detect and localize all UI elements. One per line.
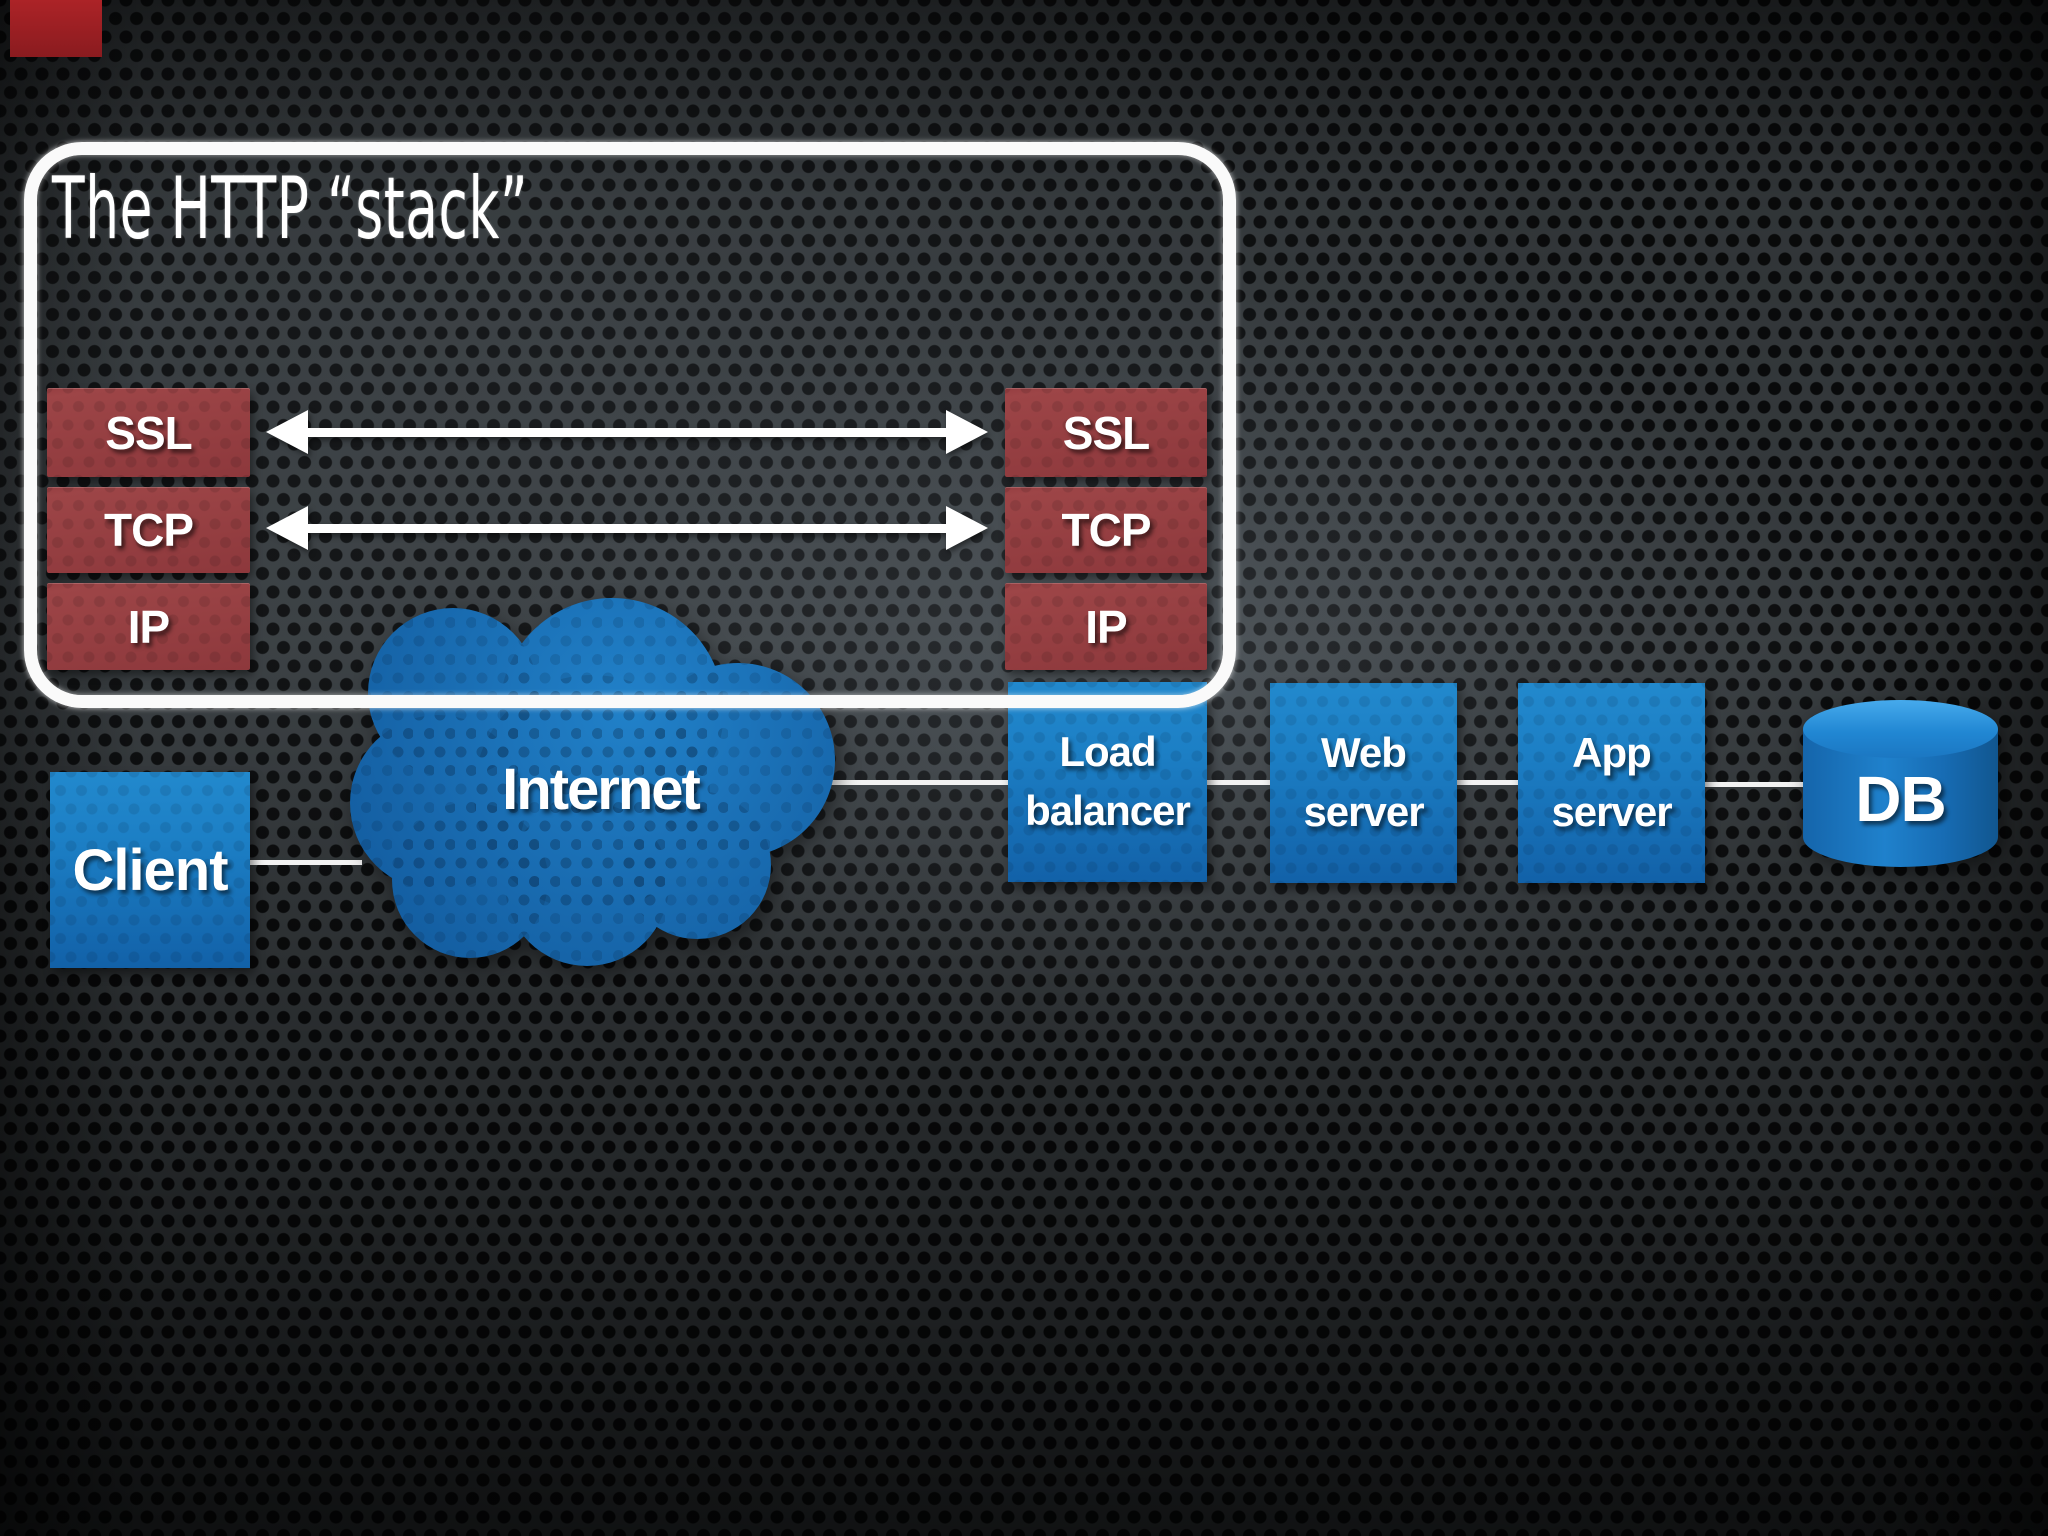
web-server-node-box: Web server [1270, 683, 1457, 883]
app-server-label-line2: server [1551, 788, 1672, 835]
db-label: DB [1855, 763, 1946, 835]
slide-title: The HTTP “stack” [52, 159, 529, 259]
web-server-label-line1: Web [1321, 729, 1407, 777]
db-cylinder-top [1803, 700, 1998, 758]
app-server-label-line1: App [1572, 729, 1652, 777]
load-balancer-label-line1: Load [1059, 728, 1156, 776]
load-balancer-label-line2: balancer [1025, 787, 1191, 834]
app-server-node-box: App server [1518, 683, 1705, 883]
connector-webserver-appserver [1457, 780, 1520, 785]
connector-client-internet [250, 860, 362, 865]
internet-label: Internet [502, 757, 701, 822]
load-balancer-node-box: Load balancer [1008, 682, 1207, 882]
connector-loadbalancer-webserver [1207, 780, 1272, 785]
connector-appserver-db [1705, 782, 1805, 787]
web-server-label-line2: server [1303, 788, 1424, 835]
client-node-label: Client [72, 837, 228, 903]
red-corner-block [10, 0, 102, 57]
client-node-box: Client [50, 772, 250, 968]
db-cylinder: DB [1803, 700, 1998, 867]
connector-internet-loadbalancer [828, 780, 1010, 785]
